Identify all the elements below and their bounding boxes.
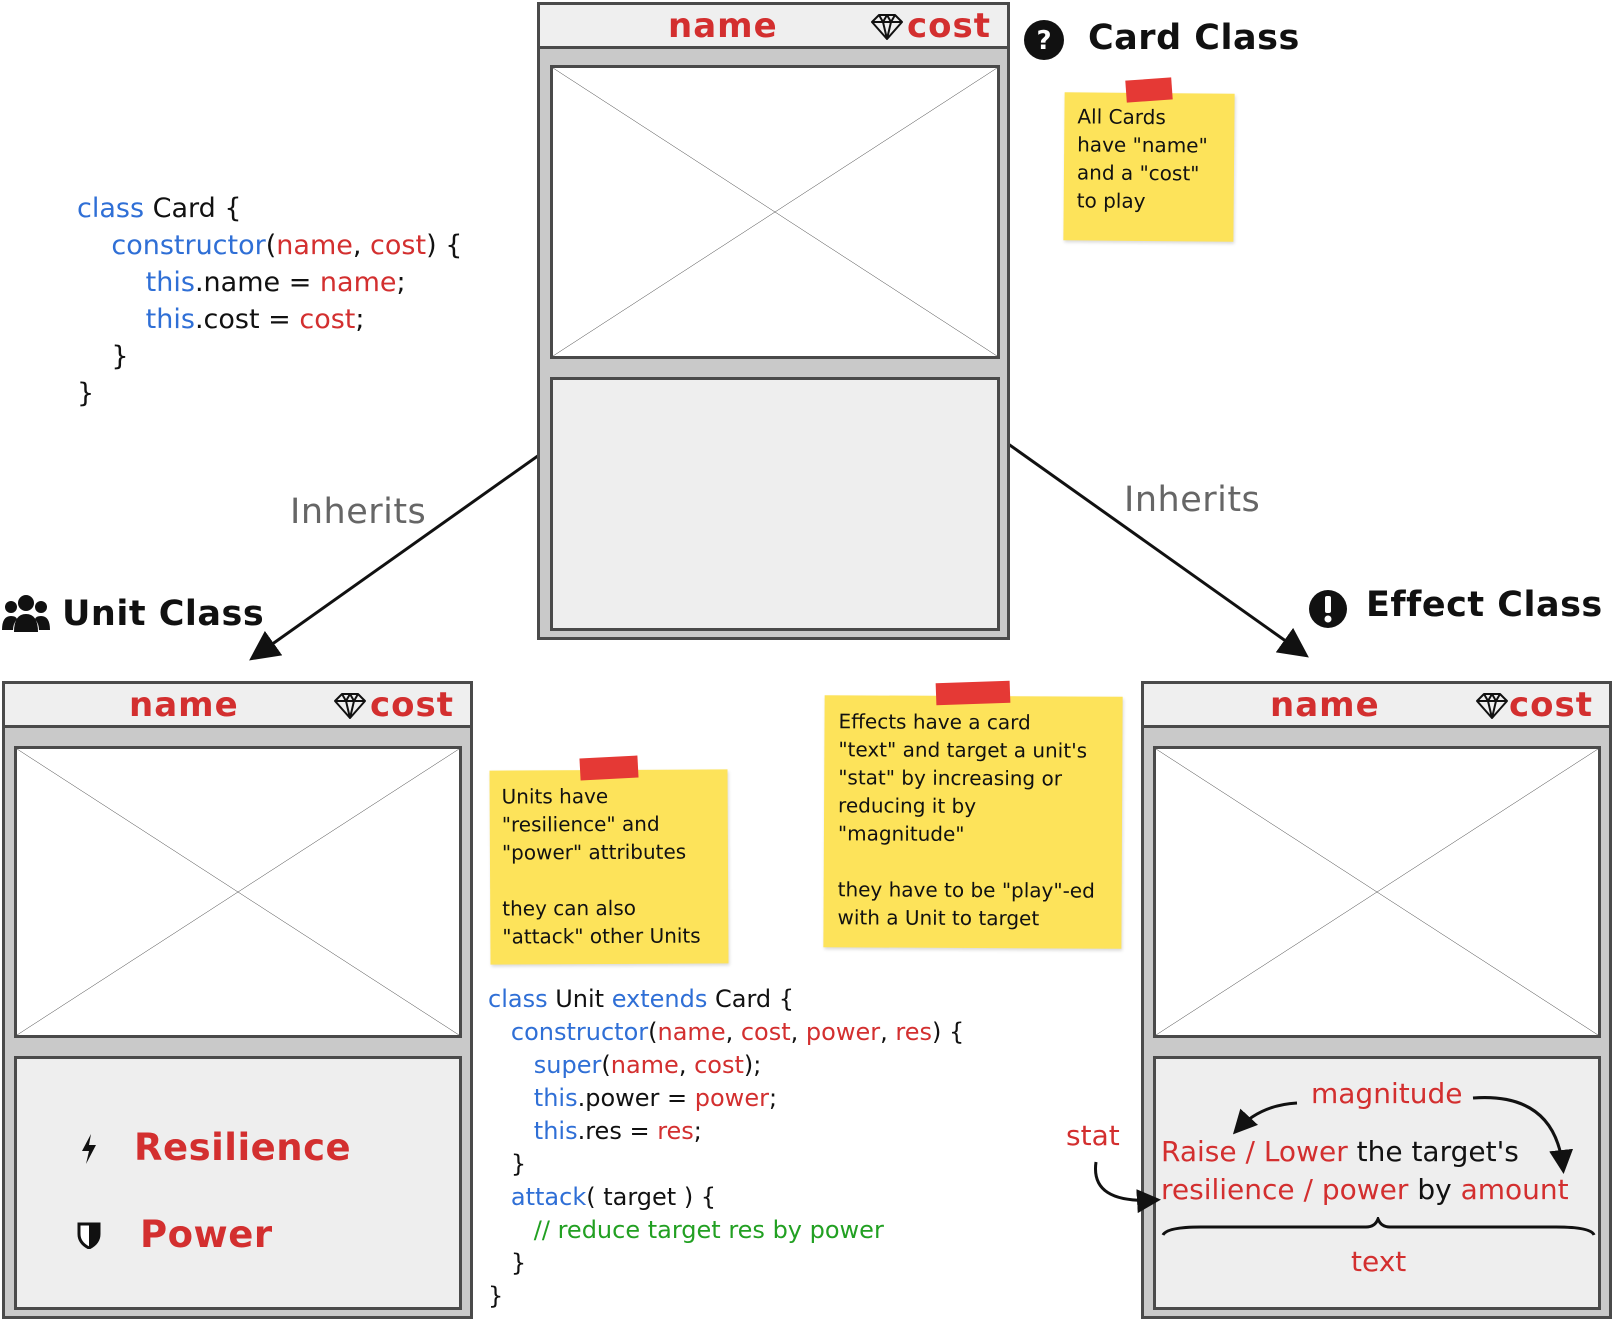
shield-icon xyxy=(77,1222,101,1249)
text-label: text xyxy=(1351,1245,1407,1278)
effect-class-card: name cost magnitude Raise / Lower the ta… xyxy=(1141,681,1612,1319)
card-header: name cost xyxy=(5,684,470,728)
unit-class-title: Unit Class xyxy=(62,594,265,634)
card-text-area xyxy=(550,377,1000,631)
card-header: name cost xyxy=(1144,684,1609,728)
unit-class-note: Units have "resilience" and "power" attr… xyxy=(489,769,729,965)
card-cost-label: cost xyxy=(1508,685,1593,725)
stat-resilience: Resilience xyxy=(134,1126,352,1169)
card-class-title: Card Class xyxy=(1088,18,1300,58)
card-name-label: name xyxy=(129,685,239,725)
inherits-right-label: Inherits xyxy=(1124,480,1261,520)
effect-text-line-2: resilience / power by amount xyxy=(1161,1173,1569,1206)
card-class-card: name cost xyxy=(537,2,1010,640)
card-name-label: name xyxy=(1270,685,1380,725)
users-icon xyxy=(2,595,50,632)
gem-icon xyxy=(1476,693,1508,719)
unit-class-code: class Unit extends Card { constructor(na… xyxy=(488,985,965,1310)
card-cost-label: cost xyxy=(369,685,454,725)
effect-class-note: Effects have a card "text" and target a … xyxy=(823,695,1123,949)
card-text-area: Resilience Power xyxy=(14,1056,462,1310)
card-cost-label: cost xyxy=(906,6,991,46)
svg-text:?: ? xyxy=(1036,26,1051,56)
gem-icon xyxy=(334,693,366,719)
exclamation-icon xyxy=(1309,590,1347,628)
card-name-label: name xyxy=(668,6,778,46)
stat-power: Power xyxy=(140,1213,273,1256)
effect-class-title: Effect Class xyxy=(1366,585,1603,625)
effect-text-line-1: Raise / Lower the target's xyxy=(1161,1135,1519,1168)
tape xyxy=(579,755,639,781)
card-image-placeholder xyxy=(550,65,1000,359)
card-class-note: All Cards have "name" and a "cost" to pl… xyxy=(1063,92,1235,242)
stat-label: stat xyxy=(1066,1119,1120,1152)
lightning-icon xyxy=(82,1134,96,1164)
text-brace xyxy=(1161,1217,1596,1236)
card-text-area: magnitude Raise / Lower the target's res… xyxy=(1153,1056,1601,1310)
unit-class-card: name cost Resilience Power xyxy=(2,681,473,1319)
tape xyxy=(935,680,1011,706)
gem-icon xyxy=(871,14,903,40)
card-class-code: class Card { constructor(name, cost) { t… xyxy=(77,193,463,409)
question-icon: ? xyxy=(1024,20,1064,60)
magnitude-label: magnitude xyxy=(1311,1077,1463,1110)
card-header: name cost xyxy=(540,5,1007,49)
arrow-to-effect xyxy=(965,412,1309,658)
card-image-placeholder xyxy=(14,746,462,1038)
tape xyxy=(1125,77,1173,103)
inherits-left-label: Inherits xyxy=(290,492,427,532)
card-image-placeholder xyxy=(1153,746,1601,1038)
